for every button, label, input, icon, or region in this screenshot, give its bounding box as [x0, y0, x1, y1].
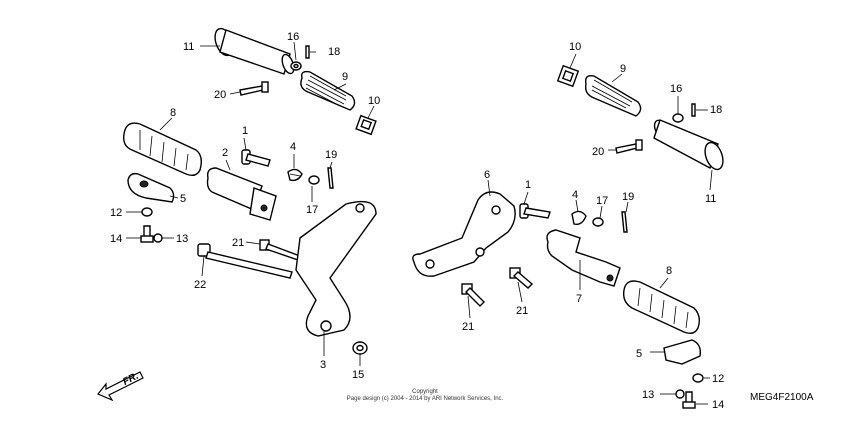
washer-16-right [672, 113, 684, 123]
footpeg-rubber-8-right [622, 280, 701, 335]
cap-10-right [556, 64, 580, 88]
callout-13: 13 [176, 233, 188, 245]
nut-15 [352, 341, 368, 355]
bracket-6 [412, 191, 516, 277]
bolt-14-right [682, 391, 696, 409]
pin-1-left [241, 149, 271, 167]
spring-4-left [287, 168, 303, 182]
washer-17-right [592, 217, 604, 227]
bolt-21-right-b [509, 267, 534, 289]
callout-7: 7 [576, 293, 582, 305]
callout-21: 21 [232, 237, 244, 249]
callout-labels: 11 16 18 9 10 20 8 1 2 4 19 17 5 12 14 1… [110, 31, 724, 411]
callout-15: 15 [352, 369, 364, 381]
washer-17-left [308, 175, 320, 185]
cap-10-left [355, 114, 377, 136]
callout-22: 22 [194, 279, 206, 291]
bracket-3 [295, 200, 377, 337]
cotter-pin-19-right [621, 211, 628, 233]
callout-4: 4 [290, 141, 296, 153]
cotter-pin-19-left [327, 167, 334, 189]
spring-4-right [571, 210, 587, 226]
callout-18: 18 [328, 46, 340, 58]
footpeg-2 [206, 167, 277, 221]
callout-12: 12 [712, 373, 724, 385]
callout-11: 11 [183, 41, 194, 53]
footpeg-rubber-8-left [122, 122, 203, 177]
footpeg-pin-right [653, 119, 724, 171]
callout-19: 19 [622, 191, 634, 203]
front-direction-arrow: FR. [97, 371, 144, 402]
callout-3: 3 [320, 359, 326, 371]
callout-5: 5 [180, 193, 186, 205]
nut-12-right [692, 373, 704, 383]
bolt-20-left [239, 81, 269, 96]
callout-8: 8 [170, 107, 176, 119]
bolt-20-right [615, 139, 643, 154]
callout-2: 2 [222, 147, 228, 159]
nut-12-left [141, 207, 153, 217]
bolt-14-left [140, 225, 154, 243]
callout-14: 14 [712, 399, 724, 411]
callout-17: 17 [306, 204, 318, 216]
pin-1-right [519, 203, 551, 219]
footpeg-rubber-9-right [584, 74, 642, 117]
callout-20: 20 [592, 146, 604, 158]
callout-21: 21 [516, 305, 528, 317]
callout-10: 10 [569, 41, 581, 53]
washer-13-left [153, 233, 163, 243]
footpeg-rubber-9-left [300, 70, 356, 111]
leader-lines [126, 41, 713, 405]
callout-8: 8 [666, 265, 672, 277]
bolt-21-right-a [461, 283, 485, 307]
footpeg-pin-left-top [214, 27, 295, 75]
footpeg-7 [546, 229, 621, 287]
callout-4: 4 [572, 189, 578, 201]
washer-13-right [675, 389, 685, 399]
callout-9: 9 [620, 63, 626, 75]
washer-16-left [290, 61, 302, 71]
copyright-line-2: Page design (c) 2004 - 2014 by ARI Netwo… [347, 396, 504, 402]
bracket-5-left [127, 172, 175, 203]
callout-13: 13 [642, 389, 654, 401]
callout-1: 1 [525, 179, 531, 191]
callout-12: 12 [110, 207, 122, 219]
callout-18: 18 [710, 104, 722, 116]
diagram-code: MEG4F2100A [750, 392, 814, 403]
bracket-5-right [663, 339, 702, 365]
bolt-21-left [259, 239, 301, 261]
bolt-22 [197, 243, 293, 279]
callout-19: 19 [325, 149, 337, 161]
callout-1: 1 [242, 125, 248, 137]
callout-14: 14 [110, 233, 122, 245]
callout-6: 6 [484, 169, 490, 181]
callout-17: 17 [596, 195, 608, 207]
cotter-pin-18-right [691, 103, 696, 117]
callout-16: 16 [670, 83, 682, 95]
callout-16: 16 [287, 31, 299, 43]
callout-11: 11 [705, 193, 716, 205]
cotter-pin-18-left [305, 45, 310, 59]
callout-21: 21 [462, 321, 474, 333]
callout-20: 20 [214, 89, 226, 101]
callout-5: 5 [636, 348, 642, 360]
callout-10: 10 [368, 95, 380, 107]
callout-9: 9 [342, 71, 348, 83]
copyright-line-1: Copyright [412, 389, 438, 395]
